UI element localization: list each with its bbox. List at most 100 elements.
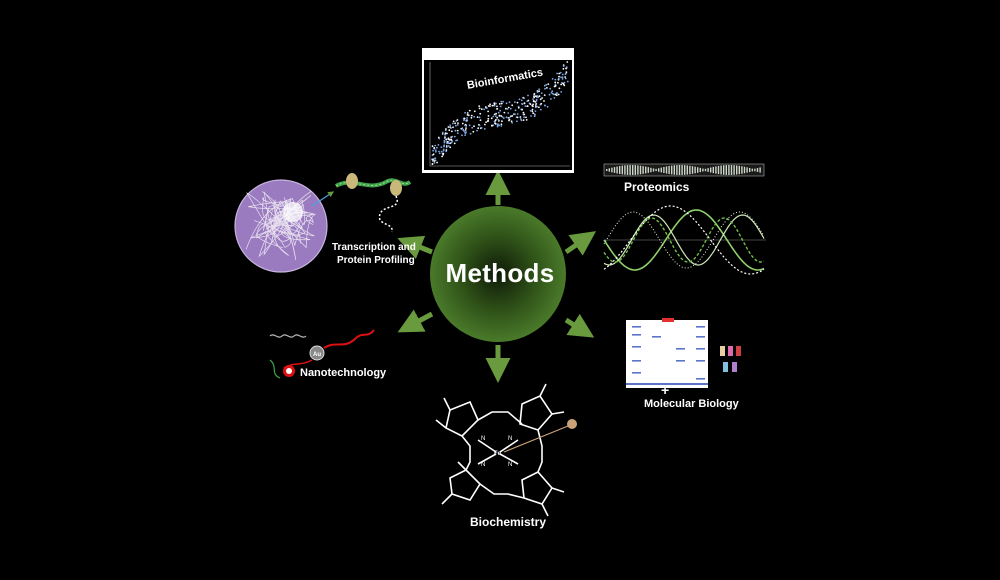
scatter-point — [539, 98, 542, 101]
scatter-point — [503, 111, 506, 114]
ligand-ball — [567, 419, 577, 429]
scatter-point — [551, 78, 554, 80]
scatter-point — [523, 116, 525, 119]
scatter-point — [566, 80, 569, 83]
scatter-point — [494, 102, 497, 105]
scatter-point — [496, 125, 499, 128]
center-circle — [430, 206, 566, 342]
gel-plus-sign: + — [661, 382, 669, 398]
scatter-point — [486, 107, 488, 109]
scatter-point — [523, 102, 526, 105]
scatter-point — [487, 117, 490, 120]
scatter-point — [511, 115, 514, 117]
strip-bar — [616, 166, 618, 174]
strip-bar — [663, 166, 665, 174]
scatter-point — [531, 110, 534, 113]
gel-band — [632, 372, 641, 374]
scatter-point — [433, 162, 436, 164]
scatter-point — [543, 94, 546, 96]
scatter-point — [530, 115, 532, 117]
scatter-point — [506, 108, 509, 110]
scatter-point — [497, 111, 500, 114]
scatter-point — [440, 150, 443, 153]
scatter-point — [456, 129, 459, 132]
scatter-point — [490, 117, 493, 120]
scatter-point — [448, 139, 451, 141]
strip-bar — [678, 165, 681, 175]
scatter-point — [440, 146, 443, 149]
scatter-point — [521, 108, 524, 111]
proteomics-panel — [603, 163, 766, 275]
scatter-point — [529, 109, 532, 112]
scatter-point — [480, 108, 483, 110]
scatter-point — [538, 95, 541, 98]
scatter-point — [485, 121, 487, 123]
scatter-point — [544, 104, 546, 107]
strip-bar — [647, 167, 649, 173]
strip-bar — [681, 165, 683, 175]
scatter-point — [536, 95, 539, 97]
scatter-point — [554, 93, 557, 96]
arrow-to-molecular-biology — [564, 313, 595, 338]
strip-bar — [712, 166, 714, 174]
gel-band — [632, 326, 641, 328]
scatter-point — [496, 116, 499, 119]
scatter-point — [551, 92, 554, 95]
strip-bar — [686, 165, 688, 175]
gel-band — [632, 334, 641, 336]
scatter-point — [445, 128, 447, 130]
strip-bar — [720, 165, 722, 175]
n-label-4: N — [508, 462, 512, 468]
scatter-point — [514, 101, 516, 103]
scatter-point — [514, 109, 517, 112]
scatter-point — [500, 123, 503, 126]
scatter-point — [518, 98, 521, 101]
scatter-point — [451, 135, 454, 138]
scatter-point — [527, 99, 530, 102]
nanotechnology-illustration — [269, 329, 375, 379]
strip-bar — [606, 169, 608, 171]
proteomics-label: Proteomics — [624, 180, 690, 194]
scatter-point — [461, 127, 464, 130]
scatter-point — [565, 71, 568, 73]
scatter-point — [526, 105, 529, 108]
strip-bar — [658, 168, 660, 172]
scatter-point — [443, 140, 446, 143]
plot-title: Similarities between Biological Sequence — [449, 52, 549, 58]
scatter-point — [443, 141, 446, 144]
scatter-point — [451, 140, 454, 143]
gel-band — [632, 360, 641, 362]
gel-band — [696, 348, 705, 350]
scatter-point — [433, 160, 436, 162]
scatter-point — [449, 146, 452, 149]
scatter-point — [436, 161, 438, 164]
scatter-point — [456, 119, 459, 121]
scatter-point — [553, 97, 556, 99]
scatter-point — [494, 115, 497, 117]
arrow-to-proteomics — [564, 231, 597, 256]
scatter-point — [534, 105, 537, 107]
strip-bar — [715, 166, 717, 174]
strip-bar — [723, 165, 725, 175]
scatter-point — [453, 135, 456, 138]
scatter-point — [527, 94, 529, 97]
strip-bar — [751, 168, 753, 172]
scatter-point — [538, 88, 540, 91]
scatter-point — [532, 98, 534, 100]
scatter-point — [483, 127, 486, 130]
scatter-point — [464, 111, 466, 114]
scatter-point — [538, 106, 540, 109]
scatter-point — [533, 93, 536, 96]
scatter-point — [517, 106, 520, 109]
strip-bar — [671, 165, 673, 175]
scatter-point — [472, 130, 475, 133]
strip-bar — [642, 166, 644, 174]
scatter-point — [555, 92, 558, 95]
scatter-point — [464, 134, 466, 137]
scatter-point — [531, 104, 534, 107]
scatter-point — [562, 68, 565, 70]
scatter-point — [523, 113, 526, 116]
scatter-point — [557, 93, 560, 96]
scatter-point — [489, 105, 491, 107]
chromatin-strand — [261, 191, 303, 229]
